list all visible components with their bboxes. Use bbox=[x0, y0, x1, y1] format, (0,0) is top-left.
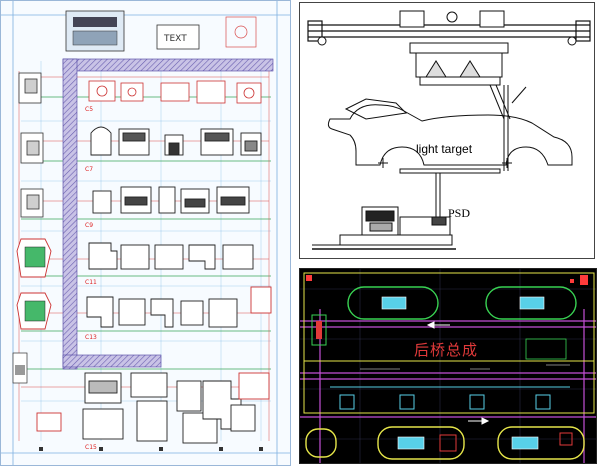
psd-equipment bbox=[312, 206, 456, 250]
station-tag: C5 bbox=[85, 106, 93, 113]
psd-label: PSD bbox=[448, 206, 470, 220]
station-row-4 bbox=[88, 242, 254, 270]
rig-svg: light target PSD bbox=[307, 10, 591, 250]
measurement-rig-diagram: light target PSD bbox=[299, 2, 595, 259]
cad-conveyor-view: 后桥总成 bbox=[299, 268, 597, 464]
axle-crosses bbox=[378, 158, 512, 168]
trolley-wheels bbox=[317, 10, 577, 46]
station-row-2 bbox=[90, 126, 262, 156]
station-tag: C13 bbox=[85, 334, 97, 341]
green-fixtures bbox=[12, 238, 52, 384]
layout-svg: TEXT bbox=[1, 1, 290, 465]
station-row-5 bbox=[86, 286, 272, 328]
yellow-frames bbox=[303, 272, 595, 414]
yellow-carriers bbox=[305, 426, 585, 460]
station-tag: C7 bbox=[85, 166, 93, 173]
green-carriers bbox=[311, 286, 577, 346]
station-tags: C5 C7 C9 C11 C13 C15 bbox=[85, 106, 97, 451]
assembly-label: 后桥总成 bbox=[414, 341, 478, 359]
carriage-hanger bbox=[409, 42, 527, 171]
white-leaders bbox=[360, 364, 570, 370]
station-tag: C11 bbox=[85, 279, 97, 286]
cyan-hangers bbox=[330, 386, 570, 410]
factory-layout-drawing: TEXT bbox=[0, 0, 291, 466]
station-tag: C15 bbox=[85, 444, 97, 451]
station-row-1 bbox=[88, 80, 262, 104]
top-header-block: TEXT bbox=[65, 10, 257, 52]
flow-arrows bbox=[426, 321, 490, 425]
light-target-label: light target bbox=[416, 142, 473, 156]
car-body-outline bbox=[327, 98, 573, 166]
header-text-box bbox=[156, 24, 200, 50]
red-markers bbox=[306, 275, 588, 285]
station-tag: C9 bbox=[85, 222, 93, 229]
bottom-area bbox=[36, 372, 270, 444]
header-box-label: TEXT bbox=[163, 34, 187, 44]
station-row-3 bbox=[92, 186, 250, 214]
layout-grid bbox=[1, 1, 290, 465]
left-column-stations bbox=[18, 72, 44, 218]
overhead-rail bbox=[307, 20, 591, 42]
light-target bbox=[399, 168, 501, 217]
conveyor-lines bbox=[21, 96, 271, 370]
column-markers bbox=[39, 447, 263, 451]
hatched-gallery bbox=[62, 58, 274, 370]
cad-svg: 后桥总成 bbox=[300, 269, 596, 463]
label-outline bbox=[525, 338, 567, 360]
